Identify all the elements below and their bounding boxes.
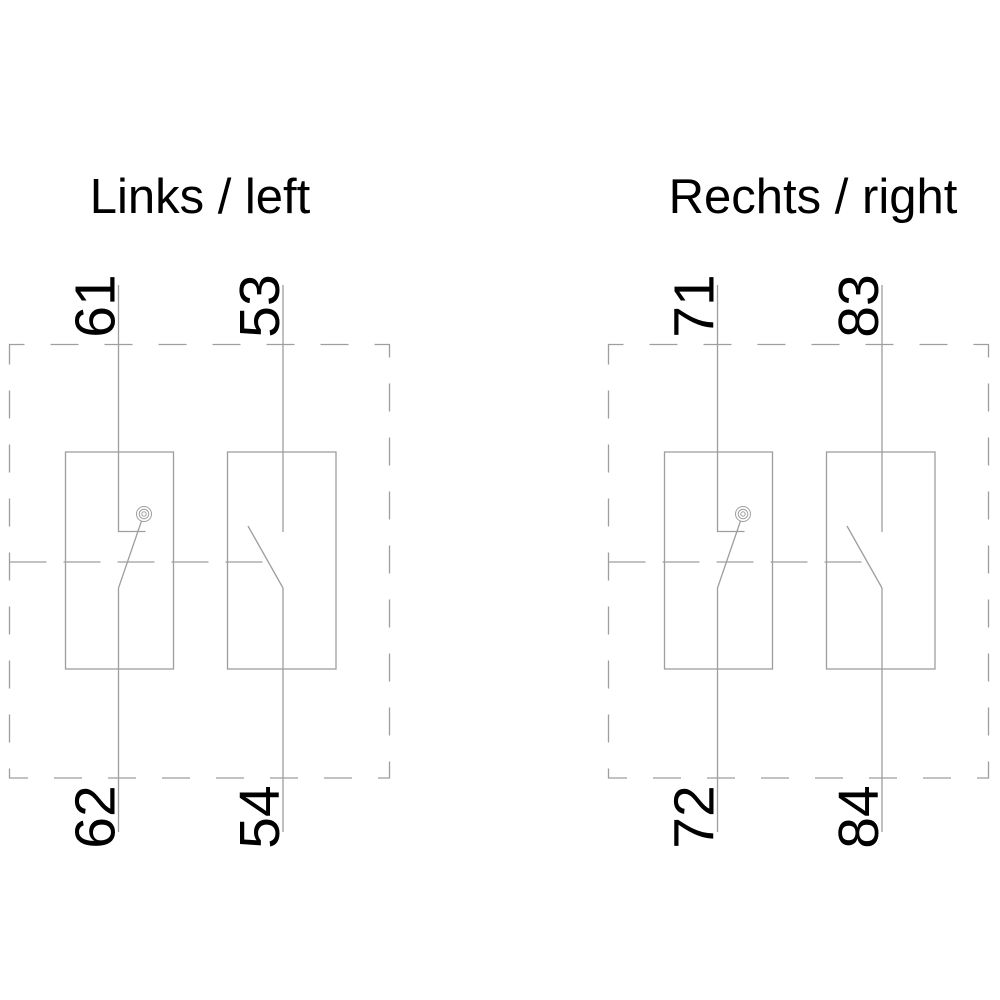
terminal-number-bottom-right: 84 (827, 785, 891, 848)
no-contact-blade (247, 525, 284, 589)
snap-action-symbol (735, 506, 751, 522)
terminal-number-bottom-left: 62 (64, 785, 128, 848)
terminal-number-top-right: 53 (228, 274, 292, 337)
enclosure-dashed-boundary (607, 343, 990, 779)
diagram-links-left-drawing: Links / left 61 53 62 (8, 170, 391, 849)
terminal-number-top-left: 71 (663, 274, 727, 337)
contact-block-nc (64, 451, 175, 670)
enclosure-dashed-boundary (8, 343, 391, 779)
terminal-number-bottom-left: 72 (663, 785, 727, 848)
diagram-title: Links / left (90, 170, 311, 224)
contact-block-no (226, 451, 337, 670)
no-contact-blade (846, 525, 883, 589)
diagram-links-left: Links / left 61 53 62 (0, 160, 400, 860)
terminal-line-top-left (716, 285, 745, 533)
nc-contact-blade (716, 520, 742, 589)
snap-action-symbol (136, 506, 152, 522)
diagram-rechts-right: Rechts / right 71 83 72 (599, 160, 999, 860)
contact-block-no (825, 451, 936, 670)
contact-block-nc (663, 451, 774, 670)
diagram-rechts-right-drawing: Rechts / right 71 83 72 (607, 170, 990, 849)
diagram-title: Rechts / right (669, 170, 958, 224)
nc-contact-blade (117, 520, 143, 589)
terminal-line-top-left (117, 285, 146, 533)
terminal-number-top-right: 83 (827, 274, 891, 337)
terminal-number-top-left: 61 (64, 274, 128, 337)
terminal-number-bottom-right: 54 (228, 785, 292, 848)
